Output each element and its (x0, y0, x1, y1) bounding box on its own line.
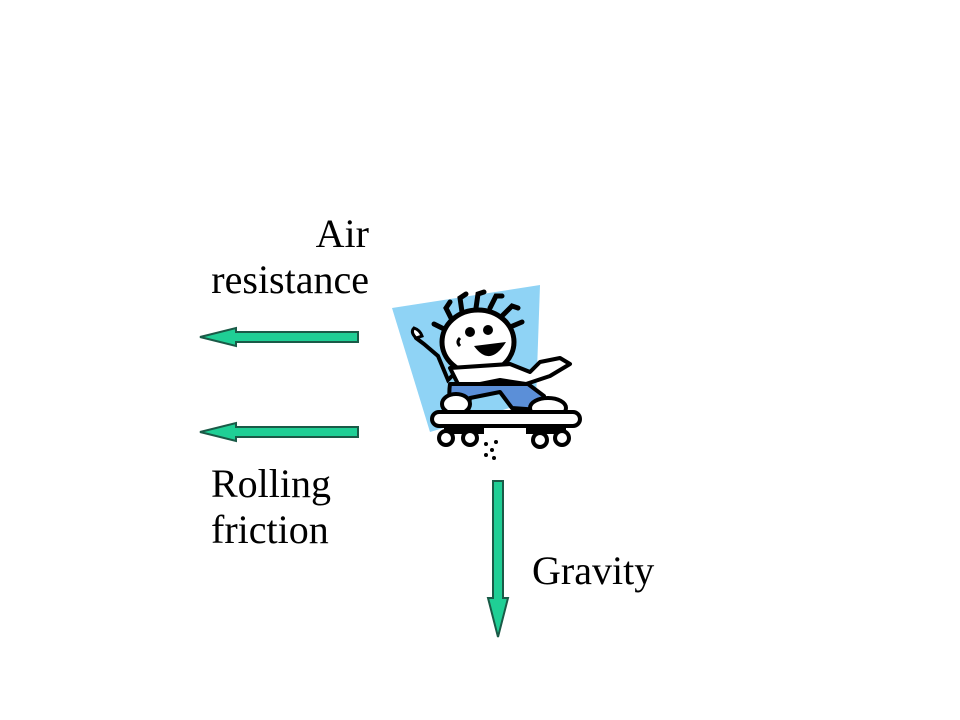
air-resistance-arrow (199, 326, 359, 348)
gravity-label: Gravity (532, 548, 655, 593)
rolling-friction-label-line1: Rolling (211, 461, 332, 506)
skateboarding-kid-icon (392, 285, 582, 460)
rolling-friction-label-line2: friction (211, 507, 329, 552)
air-resistance-label: Air resistance (211, 211, 369, 303)
air-resistance-label-line1: Air (315, 211, 369, 256)
rolling-friction-arrow (199, 421, 359, 443)
gravity-arrow (486, 480, 510, 638)
air-resistance-label-line2: resistance (211, 257, 369, 302)
rolling-friction-label: Rolling friction (211, 461, 331, 553)
